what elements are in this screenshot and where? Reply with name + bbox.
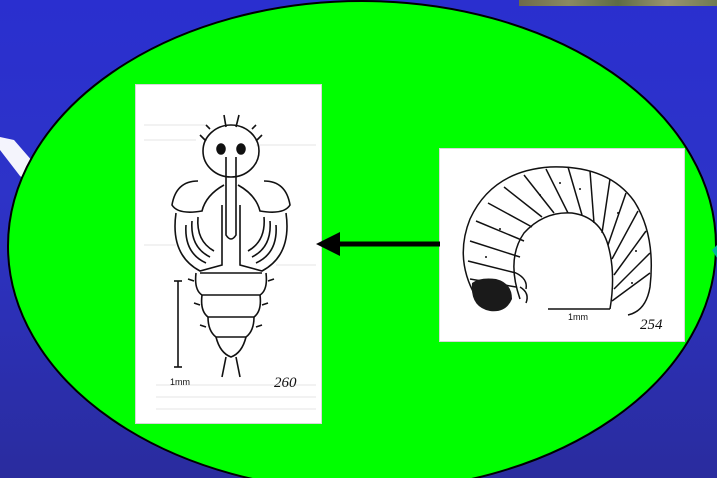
larva-scale-label: 1mm	[568, 312, 588, 322]
larva-figure-number: 254	[640, 317, 663, 334]
larva-drawing	[440, 149, 684, 341]
pupa-figure-number: 260	[274, 375, 297, 392]
pupa-figure-panel: 1mm 260	[136, 85, 321, 423]
larva-figure-panel: 1mm 254	[440, 149, 684, 341]
pupa-scale-label: 1mm	[170, 377, 190, 387]
pupa-drawing	[136, 85, 321, 423]
